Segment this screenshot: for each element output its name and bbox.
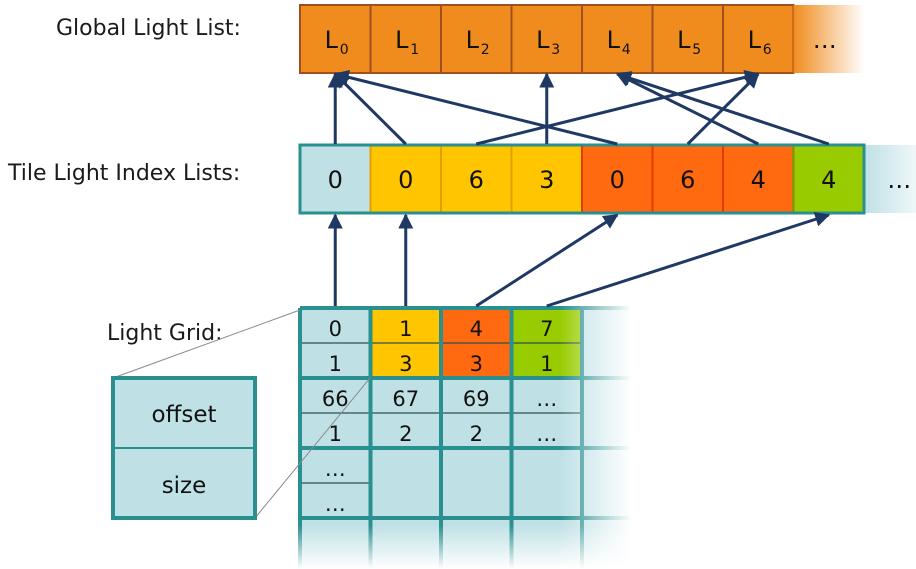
reference-arrow xyxy=(334,72,407,146)
cell-detail-offset-label: offset xyxy=(151,402,216,428)
tile-index-value: 0 xyxy=(398,166,413,194)
tile-index-item: 4 xyxy=(792,144,865,214)
tile-index-cell xyxy=(510,144,583,214)
reference-arrow xyxy=(475,69,760,146)
tile-index-item: 6 xyxy=(651,144,724,214)
reference-arrow xyxy=(615,72,759,146)
light-grid-cell: …… xyxy=(536,387,557,446)
light-grid-offset: 66 xyxy=(322,387,349,411)
tile-light-index-lists-label: Tile Light Index Lists: xyxy=(7,161,240,186)
global-light-subscript: 6 xyxy=(763,42,772,58)
global-light-list-label: Global Light List: xyxy=(56,16,241,41)
global-light-cell xyxy=(793,5,864,73)
tile-index-value: 6 xyxy=(469,166,484,194)
tile-index-value: 3 xyxy=(539,166,554,194)
tile-light-index-list: 0 0 6 3 0 6 4 4 … xyxy=(298,143,916,215)
light-grid-cell: 672 xyxy=(392,387,419,446)
tile-index-item: 4 xyxy=(722,144,795,214)
tile-index-cell xyxy=(864,145,916,213)
light-grid-size: … xyxy=(536,422,557,446)
light-grid-size: 1 xyxy=(540,352,553,376)
global-light-name: L xyxy=(466,26,480,54)
light-grid-offset: 1 xyxy=(399,317,412,341)
global-light-name: L xyxy=(748,26,762,54)
tile-index-value: … xyxy=(887,166,911,194)
zoom-line-top xyxy=(112,309,301,379)
tile-index-value: 0 xyxy=(610,166,625,194)
reference-arrow xyxy=(615,71,830,146)
light-grid-size: 1 xyxy=(329,422,342,446)
tile-index-item: … xyxy=(864,143,916,215)
tile-index-frame xyxy=(298,143,866,215)
global-light-name: … xyxy=(813,26,837,54)
tile-index-item: 0 xyxy=(581,144,654,214)
tile-index-item: 3 xyxy=(510,144,583,214)
tile-index-value: 4 xyxy=(821,166,836,194)
reference-arrow xyxy=(333,69,618,146)
light-grid-offset: 69 xyxy=(463,387,490,411)
light-grid-offset: 67 xyxy=(392,387,419,411)
global-light-subscript: 2 xyxy=(481,42,490,58)
light-grid-fade-bottom xyxy=(298,525,632,569)
global-light-name: L xyxy=(395,26,409,54)
light-grid-size: … xyxy=(325,492,346,516)
light-grid-label: Light Grid: xyxy=(107,321,222,346)
light-grid-offset: 0 xyxy=(329,317,342,341)
tile-index-cell xyxy=(581,144,654,214)
light-grid-offset: … xyxy=(325,457,346,481)
light-grid-size: 2 xyxy=(399,422,412,446)
global-light-item: … xyxy=(793,5,864,74)
cell-detail-size-label: size xyxy=(162,473,207,499)
light-grid-size: 3 xyxy=(399,352,412,376)
reference-arrow xyxy=(546,212,831,308)
arrows xyxy=(327,69,831,308)
global-light-subscript: 3 xyxy=(551,42,560,58)
light-grid-size: 1 xyxy=(329,352,342,376)
light-grid: 01134371661672692………… xyxy=(298,306,632,569)
light-grid-cell: 661 xyxy=(322,387,349,446)
light-grid-offset: 7 xyxy=(540,317,553,341)
global-light-cell xyxy=(299,4,372,74)
tile-index-value: 4 xyxy=(751,166,766,194)
global-light-subscript: 5 xyxy=(692,42,701,58)
global-light-name: L xyxy=(677,26,691,54)
light-grid-cell: …… xyxy=(325,457,346,516)
light-grid-size: 2 xyxy=(470,422,483,446)
tile-index-item: 6 xyxy=(440,144,513,214)
light-grid-cell: 692 xyxy=(463,387,490,446)
light-grid-size: 3 xyxy=(470,352,483,376)
global-light-subscript: 0 xyxy=(340,42,349,58)
tile-index-value: 6 xyxy=(680,166,695,194)
tile-index-item: 0 xyxy=(299,144,372,214)
global-light-cell xyxy=(369,4,442,74)
global-light-cell xyxy=(651,4,724,74)
global-light-name: L xyxy=(325,26,339,54)
zoom-line-bottom xyxy=(254,377,371,519)
global-light-cell xyxy=(440,4,513,74)
reference-arrow xyxy=(475,213,619,308)
light-grid-offset: … xyxy=(536,387,557,411)
global-light-subscript: 1 xyxy=(410,42,419,58)
cell-detail: offset size xyxy=(111,309,371,520)
light-grid-offset: 4 xyxy=(470,317,483,341)
tile-index-item: 0 xyxy=(369,144,442,214)
global-light-name: L xyxy=(536,26,550,54)
global-light-name: L xyxy=(607,26,621,54)
tile-index-value: 0 xyxy=(328,166,343,194)
global-light-subscript: 4 xyxy=(622,42,631,58)
